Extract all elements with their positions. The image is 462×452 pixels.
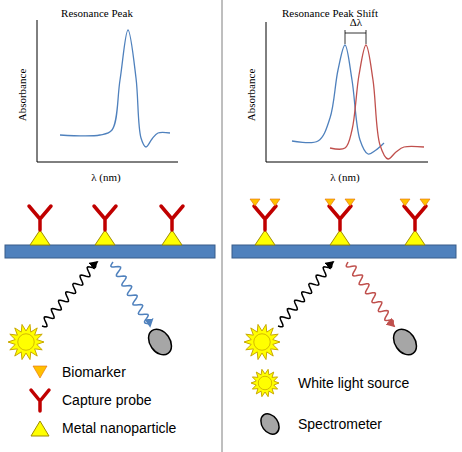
legend-text: White light source (298, 376, 409, 390)
panel-title: Resonance Peak (61, 8, 133, 19)
substrate (232, 245, 456, 258)
shifted-curve (330, 45, 424, 159)
light-wave (42, 262, 97, 327)
light-wave (346, 262, 394, 326)
legend-sample (33, 366, 47, 378)
biomarker (345, 199, 355, 206)
legend-text: Metal nanoparticle (62, 421, 176, 435)
metal-nanoparticle (405, 230, 425, 245)
panel-divider (222, 0, 223, 452)
shift-label: Δλ (350, 17, 362, 28)
light-source (251, 369, 279, 396)
axis-label: λ (nm) (330, 172, 359, 183)
capture-probe (94, 206, 116, 230)
biomarker (250, 199, 260, 206)
capture-probe (161, 206, 183, 230)
axis-label: λ (nm) (91, 172, 120, 183)
biomarker (400, 199, 410, 206)
spectrometer (389, 325, 421, 359)
plot-axes (37, 20, 178, 162)
light-source (244, 324, 280, 359)
axis-label: Absorbance (246, 69, 257, 122)
light-source-core (254, 334, 271, 351)
metal-nanoparticle (162, 230, 182, 245)
biomarker (270, 199, 280, 206)
capture-probe (329, 206, 351, 230)
metal-nanoparticle (330, 230, 350, 245)
capture-probe (404, 206, 426, 230)
absorbance-curve (60, 30, 170, 147)
legend-text: Spectrometer (298, 417, 382, 431)
light-wave (278, 262, 333, 327)
capture-probe (254, 206, 276, 230)
light-source-core (18, 334, 35, 351)
metal-nanoparticle (255, 230, 275, 245)
biomarker (420, 199, 430, 206)
substrate (5, 245, 215, 258)
metal-nanoparticle (95, 230, 115, 245)
metal-nanoparticle (30, 230, 50, 245)
legend-text: Capture probe (62, 393, 152, 407)
plot-axes (266, 22, 428, 162)
light-wave (111, 262, 150, 326)
spectrometer (144, 325, 176, 359)
light-source (8, 324, 44, 359)
capture-probe (29, 206, 51, 230)
legend-sample (31, 421, 49, 436)
panel-title: Resonance Peak Shift (282, 8, 378, 19)
light-source-core (258, 376, 272, 390)
axis-label: Absorbance (17, 69, 28, 122)
spectrometer (257, 410, 283, 437)
biomarker (325, 199, 335, 206)
legend-sample (31, 390, 49, 411)
shift-bracket (345, 30, 366, 44)
legend-text: Biomarker (62, 365, 126, 379)
